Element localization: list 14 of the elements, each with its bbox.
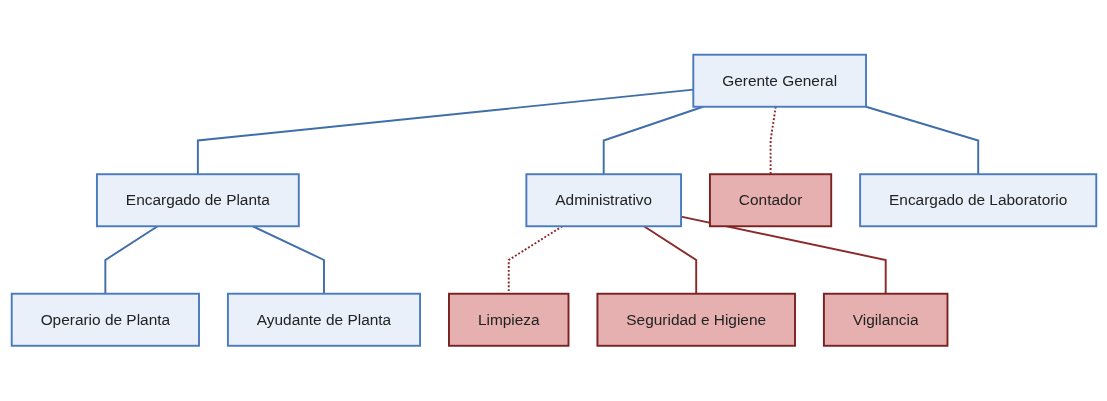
node-box: Operario de Planta xyxy=(10,293,200,347)
node-box: Seguridad e Higiene xyxy=(595,293,796,347)
node-box: Ayudante de Planta xyxy=(226,293,421,347)
node-box: Limpieza xyxy=(447,293,569,347)
node-box: Encargado de Laboratorio xyxy=(858,173,1097,228)
node-box: Vigilancia xyxy=(822,293,948,347)
node-box: Gerente General xyxy=(691,54,867,108)
node-box: Encargado de Planta xyxy=(95,173,300,228)
connector xyxy=(864,106,979,176)
connector xyxy=(642,225,697,295)
connector xyxy=(103,225,159,295)
node-box: Administrativo xyxy=(524,173,682,228)
node-box: Contador xyxy=(708,173,832,228)
connector xyxy=(251,225,325,295)
